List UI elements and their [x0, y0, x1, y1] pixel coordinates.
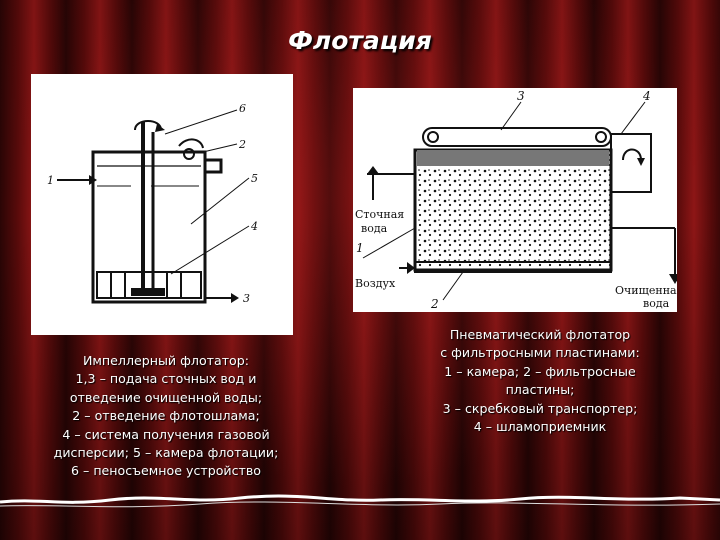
label-2: 2	[238, 138, 246, 151]
chamber	[413, 148, 613, 272]
caption-line: 4 – шламоприемник	[473, 419, 607, 435]
sewage-water-label-2: вода	[361, 222, 388, 235]
leader-line	[362, 227, 416, 259]
overflow-arrowhead	[637, 158, 645, 166]
froth-remover	[178, 138, 204, 149]
impeller-flotator-drawing: 1 2 3 4 5 6	[47, 102, 258, 305]
sewage-water-label: Сточная	[355, 208, 404, 221]
label-2: 2	[430, 297, 439, 311]
impeller-caption: Импеллерный флотатор: 1,3 – подача сточн…	[28, 352, 304, 481]
label-3: 3	[517, 89, 525, 103]
decorative-baseline	[0, 494, 720, 508]
sludge-receiver	[610, 133, 652, 193]
froth-layer	[417, 150, 609, 166]
label-1: 1	[356, 241, 364, 255]
impeller-flotator-figure: 1 2 3 4 5 6	[31, 74, 293, 335]
label-4: 4	[642, 89, 651, 103]
caption-line: Пневматический флотатор	[449, 327, 631, 342]
caption-line: дисперсии; 5 – камера флотации;	[53, 445, 279, 461]
leader-line	[170, 225, 250, 275]
caption-line: 3 – скребковый транспортер;	[442, 400, 638, 416]
label-6: 6	[239, 102, 246, 115]
leader-line	[500, 101, 522, 131]
leader-line	[202, 143, 238, 153]
label-3: 3	[243, 292, 250, 305]
caption-line: пластины;	[505, 382, 575, 398]
leader-line	[442, 271, 464, 301]
clean-water-label-2: вода	[643, 297, 670, 310]
clean-water-label: Очищенная	[615, 284, 677, 297]
leader-line	[190, 177, 250, 225]
caption-line: с фильтросными пластинами:	[440, 345, 640, 361]
baseline-stroke	[0, 494, 720, 504]
caption-line: 1 – камера; 2 – фильтросные	[444, 363, 636, 379]
impeller	[131, 288, 165, 296]
caption-line: 4 – система получения газовой	[62, 426, 270, 442]
overflow-arrow	[622, 148, 642, 161]
leader-line	[164, 109, 238, 135]
caption-line: 1,3 – подача сточных вод и	[75, 371, 257, 387]
froth-trough	[205, 158, 223, 174]
label-1: 1	[47, 174, 54, 187]
air-arrowhead	[407, 262, 415, 274]
conveyor-pulley	[595, 131, 607, 143]
aeration-grid	[96, 271, 202, 299]
caption-line: отведение очищенной воды;	[69, 389, 263, 405]
slide-title: Флотация	[288, 26, 432, 55]
pneumatic-caption: Пневматический флотатор с фильтросными п…	[398, 326, 682, 436]
pneumatic-flotator-drawing: 1 2 3 4 Сточная вода Воздух Очищенная во…	[355, 89, 684, 311]
flotation-chamber	[91, 150, 207, 304]
caption-line: Импеллерный флотатор:	[83, 353, 249, 368]
baseline-stroke-thin	[0, 501, 720, 508]
air-label: Воздух	[355, 277, 396, 290]
label-4: 4	[250, 220, 258, 233]
outlet-arrowhead	[231, 293, 239, 303]
rotation-arrowhead	[155, 124, 165, 132]
caption-line: 6 – пеносъемное устройство	[71, 463, 261, 479]
scraper-conveyor	[422, 127, 612, 147]
inlet-arrowhead	[89, 175, 97, 185]
conveyor-pulley	[427, 131, 439, 143]
leader-line	[620, 101, 646, 135]
caption-line: 2 – отведение флотошлама;	[72, 408, 260, 424]
froth-remover-hub	[183, 148, 195, 160]
pneumatic-flotator-figure: 1 2 3 4 Сточная вода Воздух Очищенная во…	[353, 88, 684, 312]
outlet-arrowhead	[669, 274, 681, 284]
label-5: 5	[251, 172, 258, 185]
inlet-valve	[367, 166, 379, 174]
